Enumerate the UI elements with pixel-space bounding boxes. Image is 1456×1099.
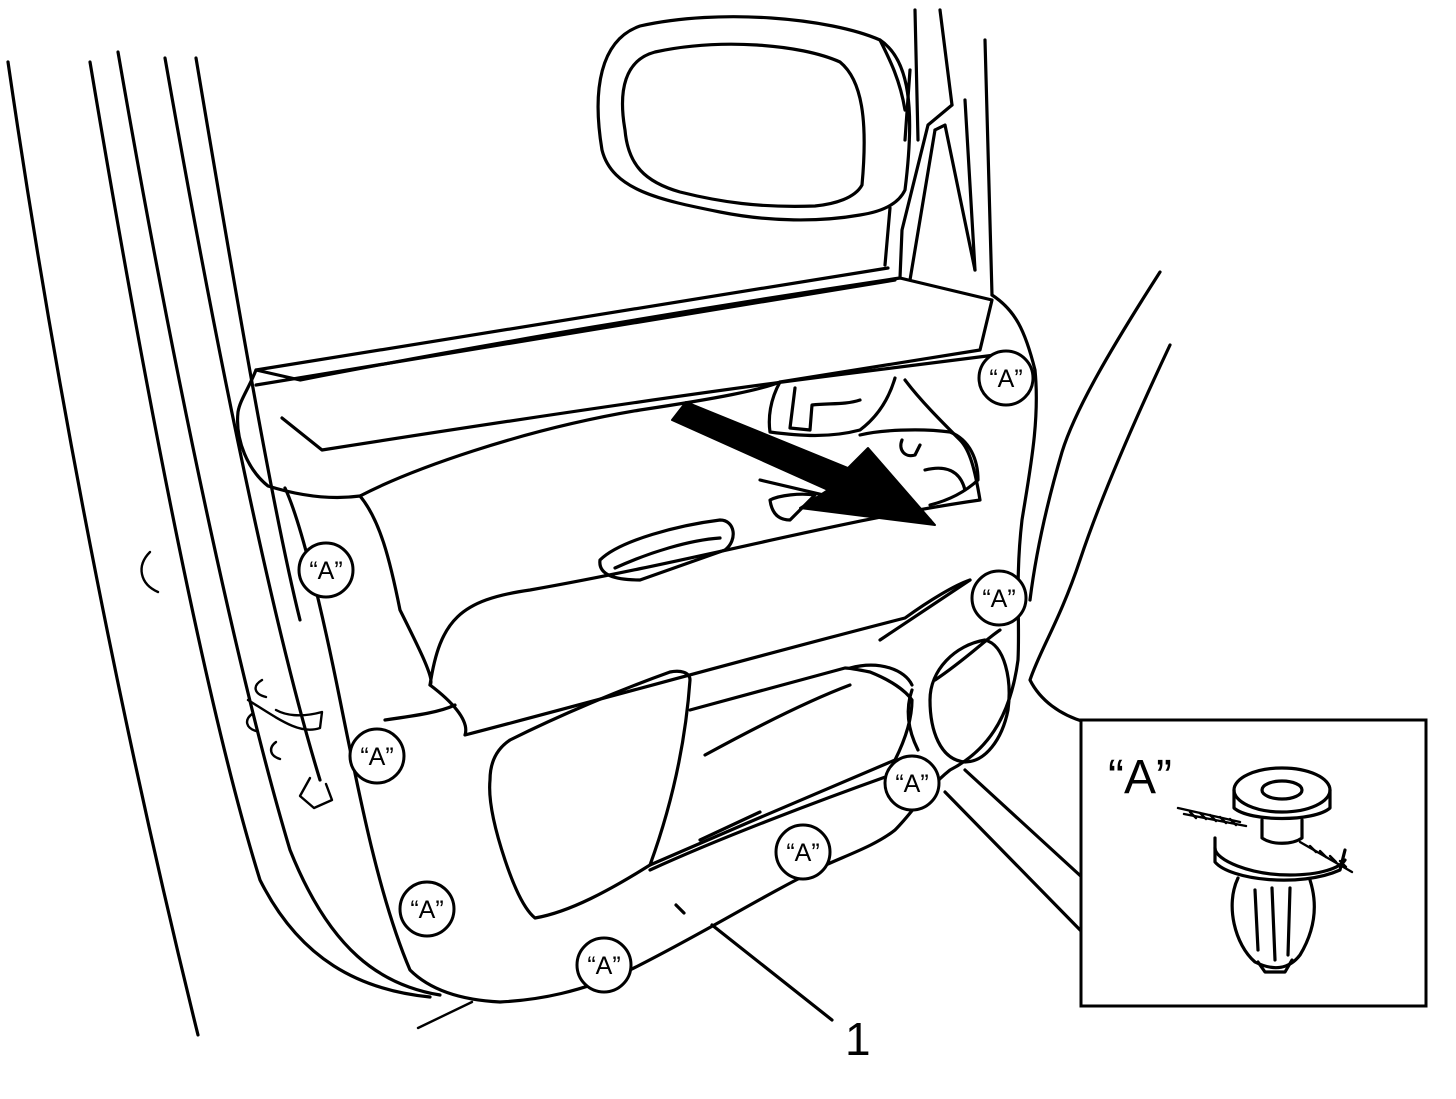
callout-circle xyxy=(575,936,633,994)
window-frame xyxy=(254,8,994,387)
callout-group: “A” “A” “A” “A” “A” “A” “A” “A” xyxy=(297,349,1035,994)
clip-inset: “A” xyxy=(1079,718,1428,1008)
body-pillar xyxy=(6,50,474,1037)
callout-circle xyxy=(774,823,832,881)
callout-label: “A” xyxy=(587,952,620,980)
callout-a-4: “A” xyxy=(348,727,406,785)
callout-label: “A” xyxy=(309,557,342,585)
clip-drawing xyxy=(1176,766,1354,974)
callout-label: “A” xyxy=(989,365,1022,393)
part-number-label: 1 xyxy=(845,1013,871,1065)
callout-a-2: “A” xyxy=(297,541,355,599)
inset-label: “A” xyxy=(1108,751,1172,804)
callout-circle xyxy=(883,754,941,812)
callout-a-3: “A” xyxy=(970,569,1028,627)
callout-a-1: “A” xyxy=(977,349,1035,407)
callout-a-6: “A” xyxy=(774,823,832,881)
callout-label: “A” xyxy=(410,896,443,924)
callout-label: “A” xyxy=(786,839,819,867)
side-mirror xyxy=(596,15,912,267)
callout-circle xyxy=(297,541,355,599)
door-opening xyxy=(943,270,1172,937)
callout-label: “A” xyxy=(895,770,928,798)
part-leader xyxy=(674,903,834,1022)
callout-circle xyxy=(970,569,1028,627)
callout-circle xyxy=(398,880,456,938)
callout-label: “A” xyxy=(360,743,393,771)
callout-a-5: “A” xyxy=(883,754,941,812)
callout-circle xyxy=(348,727,406,785)
callout-circle xyxy=(977,349,1035,407)
callout-a-8: “A” xyxy=(575,936,633,994)
removal-arrow xyxy=(671,401,936,526)
callout-label: “A” xyxy=(982,585,1015,613)
door-trim-panel xyxy=(235,276,1038,1004)
callout-a-7: “A” xyxy=(398,880,456,938)
